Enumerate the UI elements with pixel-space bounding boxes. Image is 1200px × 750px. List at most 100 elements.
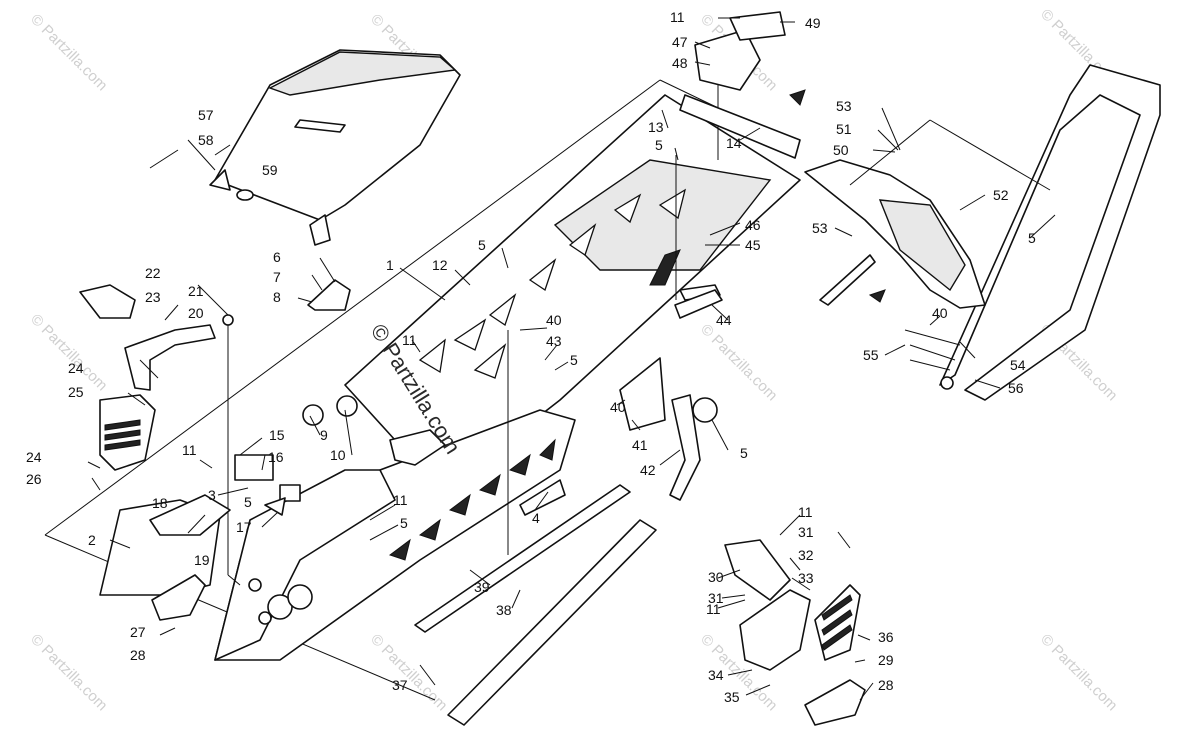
seat-assembly: [209, 49, 461, 246]
callout-6: 6: [273, 249, 281, 265]
tunnel-clip: [674, 289, 723, 319]
callout-5-g: 5: [1028, 230, 1036, 246]
callout-45: 45: [745, 237, 761, 253]
watermark: © Partzilla.com: [697, 321, 780, 404]
running-board-tube: [447, 519, 657, 726]
watermark: © Partzilla.com: [1037, 631, 1120, 714]
tunnel-cutout: [658, 188, 687, 220]
running-board-rail: [414, 484, 631, 633]
callout-41: 41: [632, 437, 648, 453]
callout-56: 56: [1008, 380, 1024, 396]
tunnel-cutout: [453, 318, 487, 351]
callout-40-c: 40: [932, 305, 948, 321]
callout-22: 22: [145, 265, 161, 281]
callout-labels: 1 2 3 4 5 5 5 5 5 5 5 6 7 8 9 10 11 11 1…: [26, 9, 1036, 705]
callout-9: 9: [320, 427, 328, 443]
callout-32: 32: [798, 547, 814, 563]
seat-washer: [236, 189, 254, 201]
front-lower-parts: [99, 454, 301, 621]
callout-34: 34: [708, 667, 724, 683]
front-bracket: [149, 494, 231, 536]
step-bracket: [619, 357, 666, 431]
callout-10: 10: [330, 447, 346, 463]
tunnel-cutout: [613, 193, 642, 224]
callout-40-a: 40: [546, 312, 562, 328]
callout-4: 4: [532, 510, 540, 526]
callout-47: 47: [672, 34, 688, 50]
seat-bracket-left: [209, 169, 231, 191]
arrow-marker: [789, 89, 806, 106]
seat-strap: [294, 119, 346, 133]
callout-1: 1: [386, 257, 394, 273]
callout-leaders: [87, 17, 1056, 701]
callout-28-a: 28: [130, 647, 146, 663]
module-connector: [279, 484, 301, 502]
hitch-cap: [729, 11, 786, 41]
callout-28-b: 28: [878, 677, 894, 693]
front-bumper: [124, 324, 216, 391]
callout-11-d: 11: [393, 492, 408, 508]
callout-29: 29: [878, 652, 894, 668]
arrow-marker: [868, 289, 886, 303]
bearing-plate: [692, 397, 718, 423]
callout-7: 7: [273, 269, 281, 285]
seat-top-panel: [268, 51, 457, 96]
callout-49: 49: [805, 15, 821, 31]
tunnel-plug: [336, 395, 358, 417]
bumper-cap: [79, 284, 136, 319]
callout-53-a: 53: [836, 98, 852, 114]
callout-13: 13: [648, 119, 664, 135]
flap-bracket: [819, 254, 876, 306]
callout-25: 25: [68, 384, 84, 400]
footrest-bracket: [739, 589, 811, 671]
callout-35: 35: [724, 689, 740, 705]
callout-18: 18: [152, 495, 168, 511]
tunnel-side-cutouts: [388, 438, 556, 561]
module-box: [234, 454, 274, 481]
callout-2: 2: [88, 532, 96, 548]
callout-37: 37: [392, 677, 408, 693]
callout-38: 38: [496, 602, 512, 618]
tunnel-dark-patch: [649, 249, 681, 286]
callout-30: 30: [708, 569, 724, 585]
tunnel-cutout: [528, 258, 557, 292]
callout-50: 50: [833, 142, 849, 158]
tunnel-cutout: [418, 338, 446, 374]
handle-strap: [669, 394, 701, 501]
callout-5-d: 5: [740, 445, 748, 461]
hardware-lines: [904, 329, 961, 371]
callout-52: 52: [993, 187, 1009, 203]
seat-cushion: [214, 49, 461, 221]
tunnel-hole: [248, 578, 262, 592]
callout-11-a: 11: [670, 9, 685, 25]
callout-40-b: 40: [610, 399, 626, 415]
watermark: © Partzilla.com: [27, 631, 110, 714]
tunnel-hole: [258, 611, 272, 625]
callout-42: 42: [640, 462, 656, 478]
tunnel-cutout: [568, 223, 597, 257]
front-skid: [151, 574, 206, 621]
callout-39: 39: [474, 579, 490, 595]
side-bracket: [519, 479, 566, 516]
callout-19: 19: [194, 552, 210, 568]
callout-14: 14: [726, 135, 742, 151]
callout-31-a: 31: [798, 524, 814, 540]
rear-nut: [940, 376, 954, 390]
bumper-slots: [104, 419, 141, 451]
callout-12: 12: [432, 257, 448, 273]
callout-5-b: 5: [478, 237, 486, 253]
tunnel-hole: [287, 584, 313, 610]
watermark: © Partzilla.com: [367, 631, 450, 714]
bumper-bolt: [164, 304, 179, 321]
tunnel-cutout: [488, 293, 517, 327]
callout-5-a: 5: [655, 137, 663, 153]
footrest-heel: [804, 679, 866, 726]
callout-36: 36: [878, 629, 894, 645]
seat-bracket-right: [309, 214, 331, 246]
callout-54: 54: [1010, 357, 1026, 373]
callout-46: 46: [745, 217, 761, 233]
callout-58: 58: [198, 132, 214, 148]
callout-57: 57: [198, 107, 214, 123]
callout-27: 27: [130, 624, 146, 640]
